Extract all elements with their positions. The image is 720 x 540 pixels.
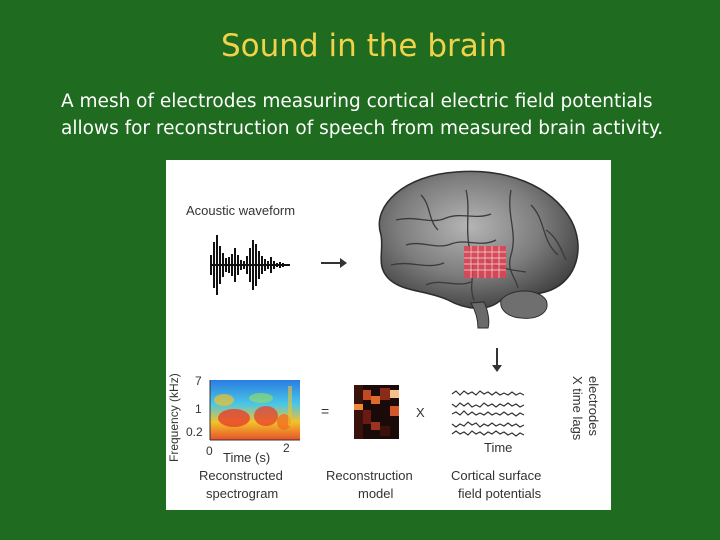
field-potential-traces bbox=[451, 390, 525, 437]
model-caption: Reconstruction bbox=[326, 468, 413, 483]
spectrogram-xtick: 0 bbox=[206, 444, 213, 458]
acoustic-waveform-label: Acoustic waveform bbox=[186, 203, 295, 218]
model-caption: model bbox=[358, 486, 394, 501]
electrode-grid bbox=[464, 246, 506, 278]
slide-title: Sound in the brain bbox=[221, 28, 507, 64]
spectrogram-xlabel: Time (s) bbox=[223, 450, 270, 465]
acoustic-waveform bbox=[210, 235, 290, 295]
brain-decoding-figure: Acoustic waveform bbox=[166, 160, 611, 510]
spectrogram-ytick: 7 bbox=[195, 374, 202, 388]
potentials-xlabel: Time bbox=[484, 440, 512, 455]
spectrogram-ytick: 0.2 bbox=[186, 425, 203, 439]
slide-body-text: A mesh of electrodes measuring cortical … bbox=[61, 91, 664, 139]
potentials-caption: field potentials bbox=[458, 486, 542, 501]
figure-illustration: Acoustic waveform bbox=[167, 170, 601, 501]
spectrogram-ylabel: Frequency (kHz) bbox=[167, 373, 181, 462]
reconstruction-model-matrix bbox=[354, 385, 399, 439]
time-lags-label: X time lags bbox=[570, 376, 585, 441]
equals-sign: = bbox=[321, 403, 329, 419]
electrodes-label: electrodes bbox=[586, 376, 601, 436]
potentials-caption: Cortical surface bbox=[451, 468, 541, 483]
arrow-down-icon bbox=[492, 348, 502, 372]
arrow-right-icon bbox=[321, 258, 347, 268]
brain-illustration bbox=[378, 170, 579, 329]
spectrogram-xtick: 2 bbox=[283, 441, 290, 455]
times-sign: X bbox=[416, 405, 425, 420]
spectrogram-ytick: 1 bbox=[195, 402, 202, 416]
spectrogram-caption: Reconstructed bbox=[199, 468, 283, 483]
spectrogram-image bbox=[209, 380, 300, 441]
spectrogram-caption: spectrogram bbox=[206, 486, 278, 501]
